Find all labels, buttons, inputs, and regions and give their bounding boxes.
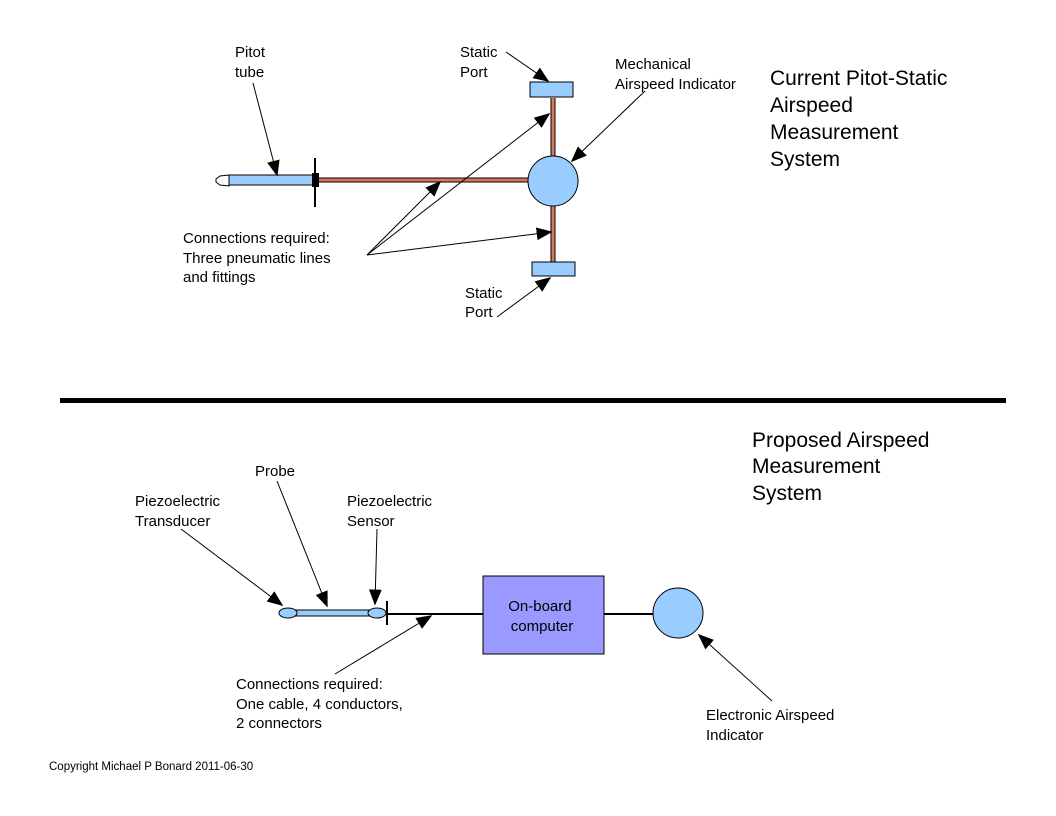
leader-electronic-indicator xyxy=(697,633,773,702)
proposed-system: On-board computer Probe Piezoelectric Tr… xyxy=(135,429,935,744)
leader-static-port-top xyxy=(505,51,550,82)
leader-static-port-bottom xyxy=(496,277,552,318)
leader-transducer xyxy=(180,528,284,606)
label-connections-pneumatic: Connections required: Three pneumatic li… xyxy=(183,230,335,286)
title-proposed-system: Proposed Airspeed Measurement System xyxy=(752,429,935,505)
label-static-port-bottom: Static Port xyxy=(465,285,507,321)
leader-connection-static-top-line xyxy=(366,113,551,256)
piezoelectric-transducer xyxy=(278,607,298,619)
label-onboard-computer: On-board computer xyxy=(508,598,576,635)
probe xyxy=(291,609,375,617)
onboard-computer xyxy=(482,575,605,655)
static-port-bottom xyxy=(531,261,576,277)
leader-connection-pitot-line xyxy=(366,180,442,256)
electronic-airspeed-indicator xyxy=(652,587,704,639)
label-transducer: Piezoelectric Transducer xyxy=(135,493,224,530)
label-probe: Probe xyxy=(255,463,295,480)
probe-assembly xyxy=(278,601,388,625)
piezoelectric-sensor xyxy=(367,607,387,619)
label-pitot-tube: Pitot tube xyxy=(235,44,269,81)
copyright-text: Copyright Michael P Bonard 2011-06-30 xyxy=(49,761,253,773)
label-static-port-top: Static Port xyxy=(460,44,502,81)
leader-pitot-tube xyxy=(252,82,280,177)
label-connections-cable: Connections required: One cable, 4 condu… xyxy=(236,676,407,732)
leader-sensor xyxy=(368,528,382,606)
static-port-top xyxy=(529,81,574,98)
leader-connection-static-bottom-line xyxy=(366,227,553,256)
section-divider xyxy=(60,398,1006,403)
label-mechanical-indicator: Mechanical Airspeed Indicator xyxy=(615,56,736,93)
pitot-tube xyxy=(215,158,319,207)
label-electronic-indicator: Electronic Airspeed Indicator xyxy=(706,707,839,744)
title-current-system: Current Pitot-Static Airspeed Measuremen… xyxy=(770,67,953,171)
leader-mechanical-indicator xyxy=(570,90,646,163)
label-sensor: Piezoelectric Sensor xyxy=(347,493,436,530)
mechanical-airspeed-indicator xyxy=(527,155,579,207)
leader-probe xyxy=(276,480,328,608)
leader-connections-cable xyxy=(334,615,433,675)
current-system: Pitot tube Static Port Mechanical Airspe… xyxy=(183,44,953,321)
